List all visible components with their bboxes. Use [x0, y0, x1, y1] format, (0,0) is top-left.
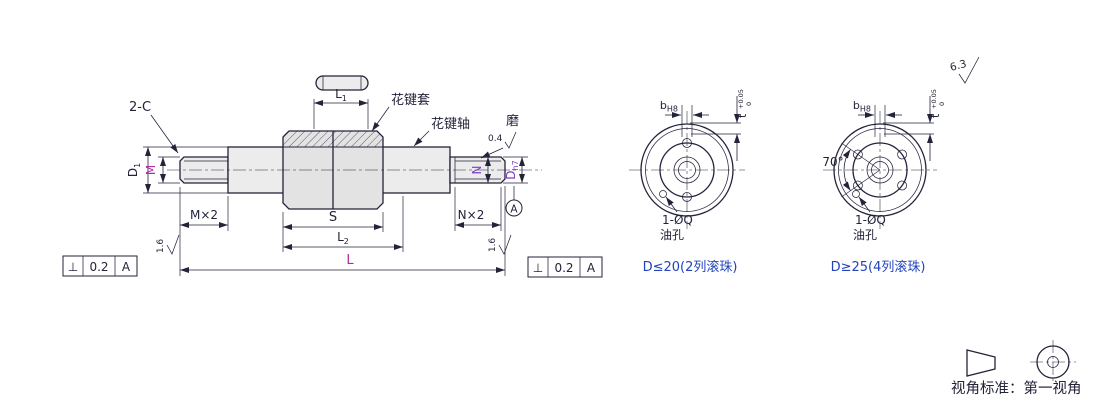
oil-hole-callout: 1-ØQ 油孔: [659, 190, 693, 242]
svg-text:0: 0: [938, 102, 946, 106]
datum-circle: [505, 199, 523, 217]
chamfer-callout: 2-C: [129, 100, 179, 154]
chamfer-label: 2-C: [129, 100, 151, 115]
dim-t-label: t +0.05 0: [736, 89, 753, 118]
dim-angle-70: 70°: [822, 142, 881, 198]
dim-m2: M×2: [179, 187, 229, 276]
roughness-symbol-left: 1.6: [156, 234, 180, 255]
oil-hole-label: 1-ØQ: [855, 213, 886, 227]
dim-b-h8: bH8: [660, 99, 709, 137]
dim-b-label: bH8: [660, 99, 678, 114]
svg-text:0: 0: [745, 102, 753, 106]
dim-l1-label: L1: [335, 87, 347, 103]
svg-text:t: t: [929, 113, 942, 118]
projection-standard-label: 视角标准：第一视角: [951, 379, 1082, 397]
roughness-check-icon: [958, 56, 980, 84]
dim-l1: L1: [313, 87, 369, 129]
ball-groove: [897, 149, 907, 160]
dim-n-label: N: [470, 166, 484, 175]
svg-text:+0.05: +0.05: [737, 89, 745, 109]
grind-roughness-icon: [504, 131, 517, 149]
cone-side-view-icon: [966, 349, 996, 377]
dim-l: L: [180, 186, 506, 276]
section-caption: D≥25(4列滚珠): [831, 259, 926, 275]
dim-t: t +0.05 0: [883, 89, 946, 161]
tolerance-value: 0.2: [89, 260, 108, 274]
svg-text:+0.05: +0.05: [930, 89, 938, 109]
dim-d1: D1: [126, 146, 228, 194]
tolerance-datum: A: [122, 260, 131, 274]
dim-d1-label: D1: [126, 163, 142, 177]
grind-value: 0.4: [488, 134, 503, 144]
global-roughness-symbol: 6.3: [949, 56, 980, 84]
dim-m-label: M: [144, 165, 158, 175]
tolerance-frame-right: ⊥ 0.2 A: [527, 256, 603, 278]
perpendicularity-icon: ⊥: [68, 260, 78, 274]
tolerance-value: 0.2: [554, 261, 573, 275]
ball-groove: [853, 180, 863, 191]
oil-hole-callout: 1-ØQ 油孔: [852, 190, 886, 242]
oil-hole: [852, 190, 860, 198]
global-roughness-value: 6.3: [949, 58, 968, 74]
oil-hole-label: 1-ØQ: [662, 213, 693, 227]
dim-l2-label: L2: [337, 230, 349, 246]
section-view-2row: bH8 t +0.05 0 1-ØQ 油孔 D≤20(2列滚珠): [629, 89, 753, 275]
dim-l-label: L: [346, 253, 354, 268]
dim-n: N: [470, 157, 491, 183]
feature-top-view: [315, 75, 369, 91]
shaft-callout: 花键轴: [413, 116, 470, 147]
grind-callout: 磨 0.4: [480, 114, 519, 159]
angle-label: 70°: [822, 155, 843, 169]
oil-hole: [659, 190, 667, 198]
ball-groove: [853, 149, 863, 160]
roughness-right-value: 1.6: [488, 238, 498, 253]
dim-b-h8: bH8: [853, 99, 902, 137]
dim-n2-label: N×2: [458, 208, 485, 222]
sleeve-callout: 花键套: [371, 92, 430, 132]
perpendicularity-icon: ⊥: [533, 261, 543, 275]
sleeve-label: 花键套: [391, 92, 430, 108]
oil-hole-name: 油孔: [853, 228, 877, 242]
dim-t-label: t +0.05 0: [929, 89, 946, 118]
section-view-4row: 70° bH8 t +0.05 0 1-ØQ 油孔 D≥25(: [822, 89, 946, 275]
roughness-check-icon: [498, 234, 512, 255]
roughness-check-icon: [166, 234, 180, 255]
svg-text:t: t: [736, 113, 749, 118]
shaft-label: 花键轴: [431, 116, 470, 132]
dim-m: M: [144, 156, 180, 184]
projection-angle-block: 视角标准：第一视角: [951, 340, 1082, 397]
main-side-view: 2-C D1 M M×2 L1: [62, 75, 603, 278]
datum-label: A: [510, 204, 518, 216]
tolerance-datum: A: [587, 261, 596, 275]
ball-groove: [897, 180, 907, 191]
roughness-left-value: 1.6: [156, 239, 166, 254]
dim-t: t +0.05 0: [690, 89, 753, 161]
dim-dh7-label: Dh7: [504, 160, 520, 179]
dim-l2: L2: [283, 196, 404, 252]
section-caption: D≤20(2列滚珠): [643, 259, 738, 275]
dim-m2-label: M×2: [190, 208, 218, 222]
dim-s-label: S: [329, 210, 337, 225]
dim-s: S: [282, 210, 384, 252]
dim-dh7: Dh7 A: [503, 156, 528, 217]
dim-n2: N×2: [454, 187, 502, 231]
dim-b-label: bH8: [853, 99, 871, 114]
oil-hole-name: 油孔: [660, 228, 684, 242]
roughness-symbol-right: 1.6: [488, 234, 512, 255]
tolerance-frame-left: ⊥ 0.2 A: [62, 255, 138, 277]
grind-label: 磨: [506, 114, 519, 129]
